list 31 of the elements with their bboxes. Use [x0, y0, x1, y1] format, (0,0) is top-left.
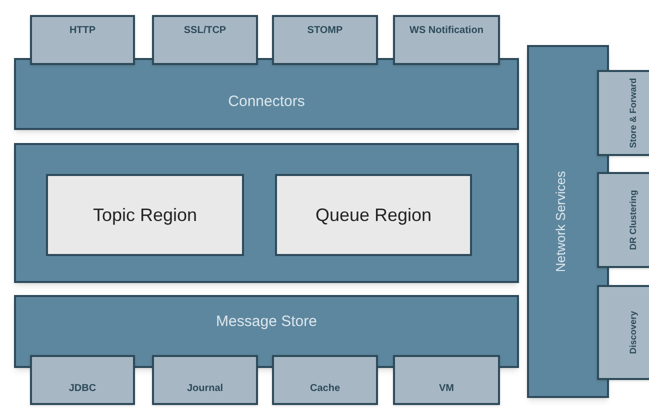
service-tab	[597, 285, 649, 380]
region-box	[275, 174, 472, 256]
service-tab	[597, 70, 649, 156]
node-label: VM	[438, 382, 455, 395]
connector-tab	[30, 15, 135, 65]
store-tab	[272, 355, 378, 405]
node-label: Store & Forward	[628, 78, 639, 148]
node-label: Journal	[186, 382, 224, 395]
service-tab	[597, 172, 649, 268]
store-tab	[30, 355, 135, 405]
node-label: Cache	[308, 382, 341, 395]
connector-tab	[393, 15, 500, 65]
node-label: Topic Region	[92, 204, 198, 226]
node-label: JDBC	[68, 382, 98, 395]
node-label: DR Clustering	[628, 190, 639, 250]
region-box	[46, 174, 244, 256]
node-label: Connectors	[227, 93, 306, 112]
store-tab	[152, 355, 258, 405]
panel-box	[14, 143, 519, 283]
connector-tab	[152, 15, 258, 65]
node-label: HTTP	[68, 25, 97, 38]
node-label: Message Store	[215, 313, 318, 332]
node-label: Discovery	[628, 310, 639, 354]
node-label: WS Notification	[408, 25, 484, 38]
node-label: STOMP	[306, 25, 344, 38]
layer-bar	[14, 58, 519, 130]
node-label: Queue Region	[314, 204, 433, 226]
connector-tab	[272, 15, 378, 65]
node-label: SSL/TCP	[182, 25, 228, 38]
node-label: Network Services	[553, 170, 569, 272]
store-tab	[393, 355, 500, 405]
